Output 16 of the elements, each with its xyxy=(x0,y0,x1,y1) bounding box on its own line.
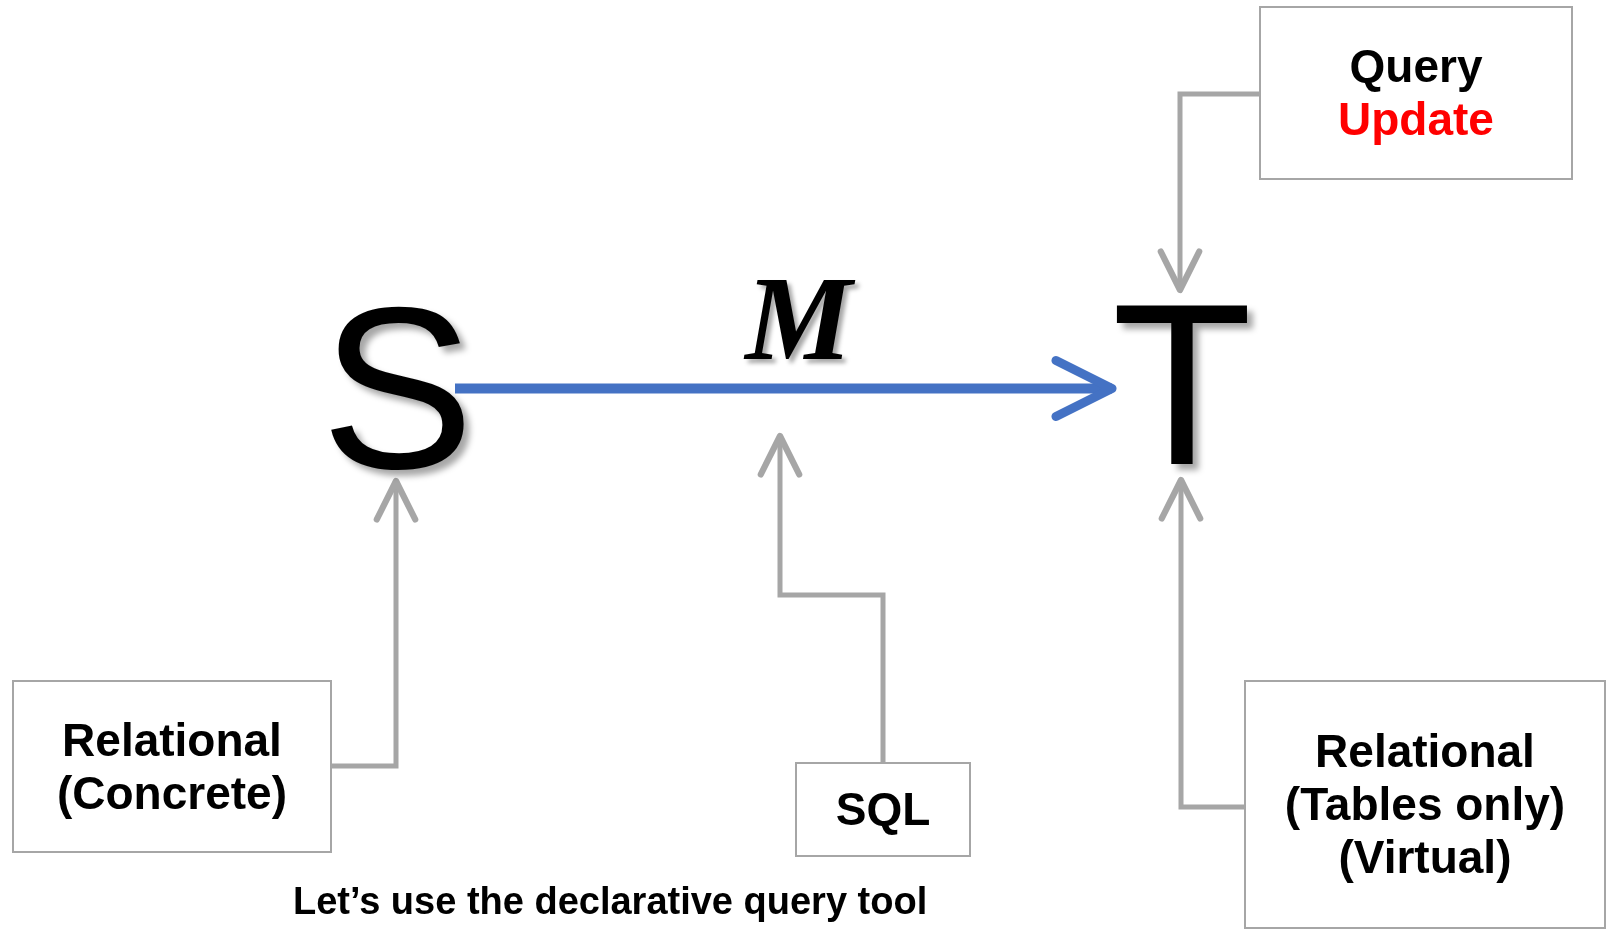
set-letter: T xyxy=(1111,270,1253,500)
note-text: Update xyxy=(1338,93,1494,146)
note-box xyxy=(795,762,971,857)
note-text: Relational (Concrete) xyxy=(56,713,288,820)
note-box xyxy=(1259,6,1573,180)
note-box xyxy=(12,680,332,853)
note-text: Let’s use the declarative query tool xyxy=(293,880,928,923)
pointer-arrow xyxy=(1157,91,1259,294)
mapping-arrow xyxy=(455,355,1117,422)
pointer-arrow xyxy=(1158,476,1244,810)
note-text: SQL xyxy=(835,783,931,836)
pointer-arrow xyxy=(757,432,886,762)
set-letter: S xyxy=(320,273,475,504)
note-text: Query xyxy=(1349,40,1483,93)
note-text: Relational (Tables only) (Virtual) xyxy=(1283,725,1567,884)
note-box xyxy=(1244,680,1606,929)
